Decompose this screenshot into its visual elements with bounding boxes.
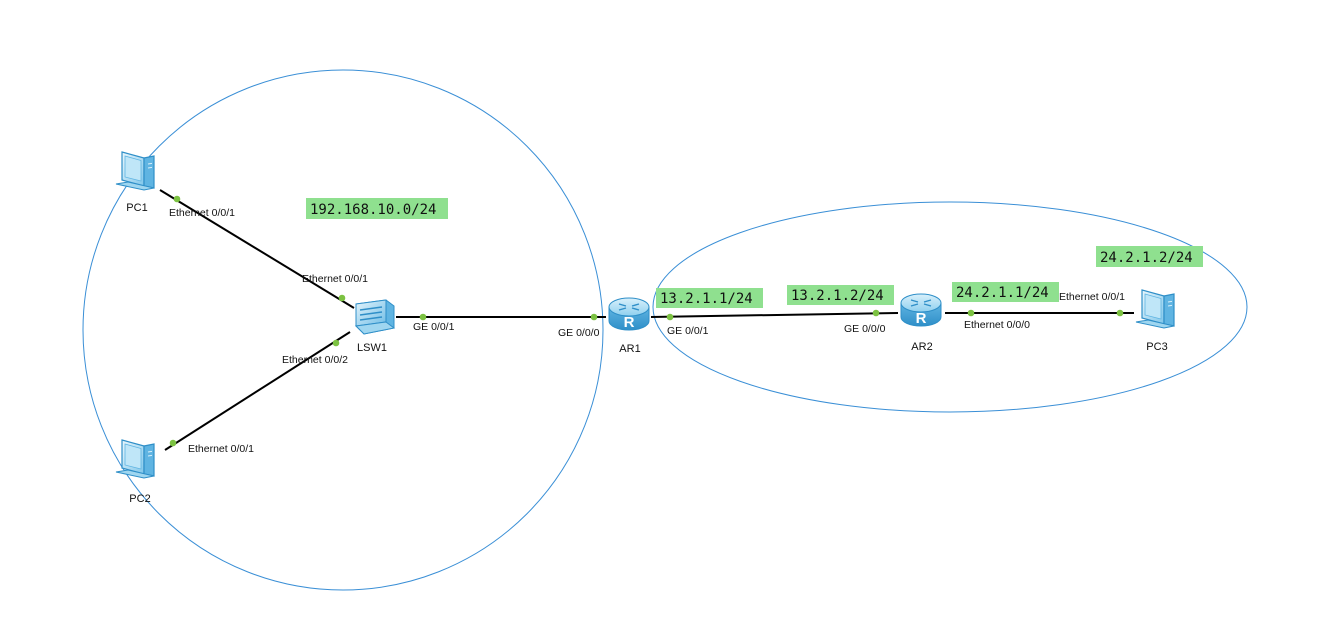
port-dot-pc2[interactable] — [169, 439, 177, 447]
port-dot-lsw1-eth1[interactable] — [338, 294, 346, 302]
port-dot-lsw1-ge[interactable] — [419, 313, 427, 321]
pc-icon — [115, 151, 155, 191]
port-label-ar2-eth0: Ethernet 0/0/0 — [964, 319, 1030, 331]
router-icon — [608, 297, 650, 332]
device-pc2[interactable]: PC2 — [115, 439, 155, 505]
port-label-ar1-ge0: GE 0/0/0 — [558, 327, 600, 339]
port-label-pc1: Ethernet 0/0/1 — [169, 207, 235, 219]
device-label-pc2: PC2 — [129, 493, 150, 505]
device-ar1[interactable]: AR1 — [608, 297, 650, 355]
link-pc2-lsw1[interactable] — [164, 331, 351, 451]
pc-icon — [1135, 289, 1175, 329]
port-dot-ar1-ge0[interactable] — [590, 313, 598, 321]
link-ar1-ar2[interactable] — [650, 312, 899, 318]
port-label-pc2: Ethernet 0/0/1 — [188, 443, 254, 455]
net-label-lan-text: 192.168.10.0/24 — [310, 202, 436, 218]
net-label-pc3-ip-text: 24.2.1.2/24 — [1100, 250, 1193, 266]
net-label-ar1-wan-text: 13.2.1.1/24 — [660, 291, 753, 307]
pc-icon — [115, 439, 155, 479]
port-label-lsw1-eth2: Ethernet 0/0/2 — [282, 354, 348, 366]
device-label-lsw1: LSW1 — [357, 342, 387, 354]
net-label-ar1-wan: 13.2.1.1/24 — [656, 288, 763, 308]
port-label-pc3: Ethernet 0/0/1 — [1059, 291, 1125, 303]
device-lsw1[interactable]: LSW1 — [355, 299, 395, 354]
device-label-ar2: AR2 — [911, 341, 932, 353]
port-dots — [169, 195, 1124, 447]
port-label-ar1-ge1: GE 0/0/1 — [667, 325, 709, 337]
link-pc1-lsw1[interactable] — [159, 189, 355, 309]
port-dot-ar2-eth0[interactable] — [967, 309, 975, 317]
device-pc1[interactable]: PC1 — [115, 151, 155, 214]
device-label-ar1: AR1 — [619, 343, 640, 355]
port-dot-lsw1-eth2[interactable] — [332, 339, 340, 347]
net-label-ar2-wan: 13.2.1.2/24 — [787, 285, 894, 305]
port-label-lsw1-ge: GE 0/0/1 — [413, 321, 455, 333]
device-label-pc3: PC3 — [1146, 341, 1167, 353]
port-dot-pc1[interactable] — [173, 195, 181, 203]
port-dot-pc3[interactable] — [1116, 309, 1124, 317]
net-label-ar2-wan-text: 13.2.1.2/24 — [791, 288, 884, 304]
port-label-lsw1-eth1: Ethernet 0/0/1 — [302, 273, 368, 285]
switch-icon — [355, 299, 395, 335]
net-label-pc3-ip: 24.2.1.2/24 — [1096, 246, 1203, 267]
device-label-pc1: PC1 — [126, 202, 147, 214]
router-icon — [900, 293, 942, 328]
port-dot-ar1-ge1[interactable] — [666, 313, 674, 321]
net-label-ar2-lan: 24.2.1.1/24 — [952, 282, 1059, 302]
net-label-ar2-lan-text: 24.2.1.1/24 — [956, 285, 1049, 301]
port-label-ar2-ge0: GE 0/0/0 — [844, 323, 886, 335]
port-dot-ar2-ge0[interactable] — [872, 309, 880, 317]
wan-area-boundary — [652, 201, 1248, 413]
net-label-lan: 192.168.10.0/24 — [306, 198, 448, 219]
device-ar2[interactable]: AR2 — [900, 293, 942, 353]
lan-area-boundary — [82, 69, 604, 591]
device-pc3[interactable]: PC3 — [1135, 289, 1175, 353]
